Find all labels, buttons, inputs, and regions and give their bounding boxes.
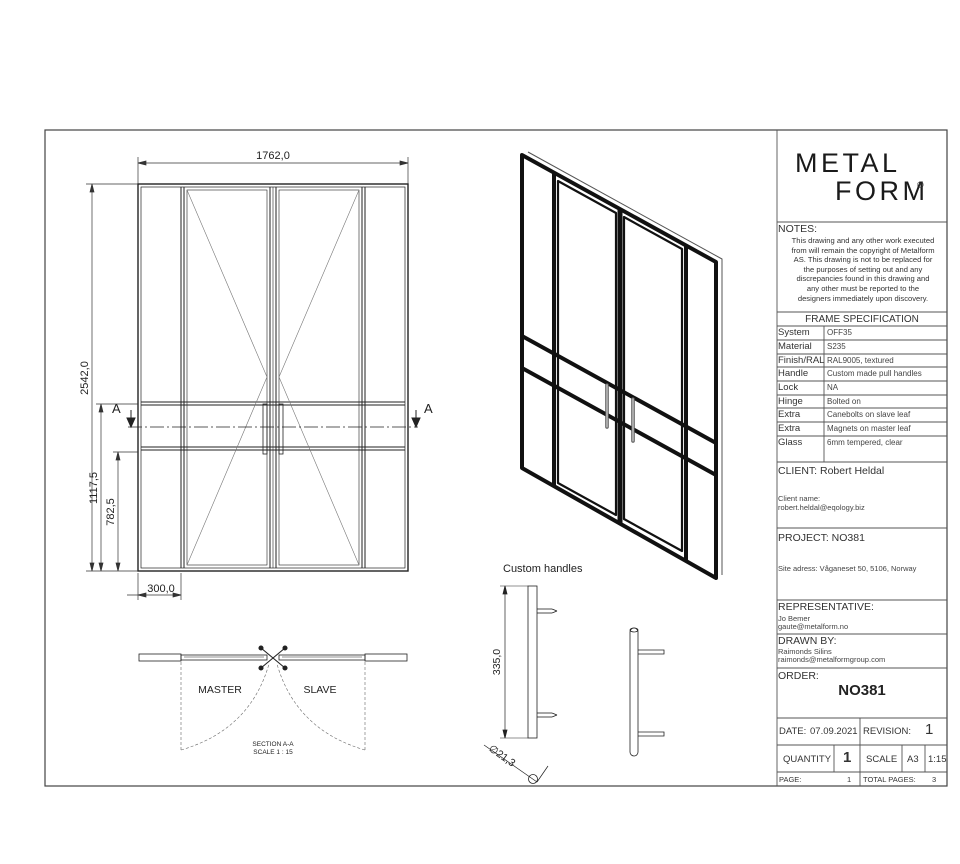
revision-value: 1 (925, 721, 934, 738)
spec-value: NA (827, 383, 839, 392)
page-label: PAGE: (779, 775, 802, 784)
spec-label: Glass (778, 437, 803, 448)
project-title: PROJECT: NO381 (778, 532, 865, 544)
representative-email: gaute@metalform.no (778, 622, 849, 631)
page-value: 1 (847, 775, 852, 784)
spec-label: System (778, 327, 810, 338)
isometric-view (520, 151, 723, 580)
spec-label: Extra (778, 423, 801, 434)
dimension-lines (86, 157, 409, 600)
section-label: SECTION A-A (252, 741, 294, 748)
section-mark-right: A (424, 401, 433, 416)
notes-line: from will remain the copyright of Metalf… (791, 245, 935, 255)
spec-label: Finish/RAL (778, 355, 825, 366)
drawn-by-title: DRAWN BY: (778, 635, 837, 647)
spec-value: S235 (827, 342, 846, 351)
logo-line-1: METAL (795, 148, 901, 178)
client-title: CLIENT: Robert Heldal (778, 465, 885, 477)
notes-line: AS. This drawing is not to be replaced f… (793, 255, 933, 265)
spec-label: Extra (778, 409, 801, 420)
paper-size: A3 (907, 754, 919, 765)
notes-title: NOTES: (778, 223, 818, 235)
client-email: robert.heldal@eqology.biz (778, 503, 865, 512)
spec-row: Handle Custom made pull handles (777, 367, 947, 381)
total-pages-value: 3 (932, 775, 937, 784)
notes-line: the purposes of setting out and any (803, 264, 923, 274)
date-value: 07.09.2021 (810, 726, 858, 737)
spec-row: System OFF35 (777, 326, 947, 340)
revision-label: REVISION: (863, 726, 912, 737)
leaf-master-label: MASTER (198, 684, 242, 696)
dim-transom-height: 1117,5 (88, 472, 100, 504)
logo-line-2: FORM (835, 176, 929, 206)
sheet-border (44, 129, 948, 787)
total-pages-label: TOTAL PAGES: (863, 775, 916, 784)
spec-value: Bolted on (827, 397, 861, 406)
spec-value: Magnets on master leaf (827, 424, 911, 433)
frame-spec-title: FRAME SPECIFICATION (805, 314, 919, 325)
notes-line: discrepancies found in this drawing and (796, 274, 930, 284)
notes-line: This drawing and any other work executed (791, 236, 935, 245)
dim-handle-length: 335,0 (491, 649, 503, 675)
logo-registered-mark: ® (917, 180, 924, 190)
spec-row: Extra Canebolts on slave leaf (777, 408, 947, 422)
spec-row: Finish/RAL RAL9005, textured (777, 354, 947, 368)
scale-value: 1:15 (928, 754, 947, 765)
spec-row: Lock NA (777, 381, 947, 395)
client-name-label: Client name: (778, 494, 821, 503)
spec-value: RAL9005, textured (827, 356, 894, 365)
order-title: ORDER: (778, 670, 819, 682)
spec-row: Hinge Bolted on (777, 395, 947, 409)
spec-value: OFF35 (827, 328, 852, 337)
representative-title: REPRESENTATIVE: (778, 601, 874, 613)
scale-label: SCALE (866, 754, 898, 765)
drawn-by-name: Raimonds Silins (778, 647, 832, 656)
title-block-frame (776, 130, 947, 786)
title-block: METAL FORM ® NOTES: This drawing and any… (777, 130, 947, 786)
handles-title: Custom handles (503, 563, 583, 575)
spec-label: Handle (778, 368, 809, 379)
spec-value: Custom made pull handles (827, 369, 922, 378)
section-scale: SCALE 1 : 15 (253, 749, 293, 756)
dim-sidelight-width: 300,0 (147, 583, 175, 595)
spec-value: Canebolts on slave leaf (827, 410, 911, 419)
notes-body: This drawing and any other work executed… (783, 236, 943, 303)
project-site: Site adress: Våganeset 50, 5106, Norway (778, 564, 917, 573)
dim-handle-height: 782,5 (105, 498, 117, 526)
spec-row: Material S235 (777, 340, 947, 354)
handle-detail (483, 585, 665, 784)
spec-label: Lock (778, 382, 799, 393)
leaf-slave-label: SLAVE (303, 684, 336, 696)
front-elevation (126, 183, 421, 572)
spec-label: Material (778, 341, 812, 352)
spec-value: 6mm tempered, clear (827, 438, 903, 447)
order-number: NO381 (838, 682, 886, 699)
spec-row: Glass 6mm tempered, clear (777, 436, 947, 450)
dim-handle-diameter: ∅21,3 (486, 743, 517, 770)
spec-row: Extra Magnets on master leaf (777, 422, 947, 436)
dim-overall-width: 1762,0 (256, 150, 290, 162)
date-label: DATE: (779, 726, 807, 737)
notes-line: any other must be reported to the (806, 283, 920, 293)
dim-overall-height: 2542,0 (79, 361, 91, 395)
spec-label: Hinge (778, 396, 803, 407)
drawn-by-email: raimonds@metalformgroup.com (778, 655, 886, 664)
quantity-value: 1 (843, 749, 852, 766)
quantity-label: QUANTITY (783, 754, 832, 765)
section-plan (138, 645, 408, 751)
notes-line: designers immediately upon discovery. (797, 293, 929, 303)
representative-name: Jo Bemer (778, 614, 811, 623)
section-mark-left: A (112, 401, 121, 416)
